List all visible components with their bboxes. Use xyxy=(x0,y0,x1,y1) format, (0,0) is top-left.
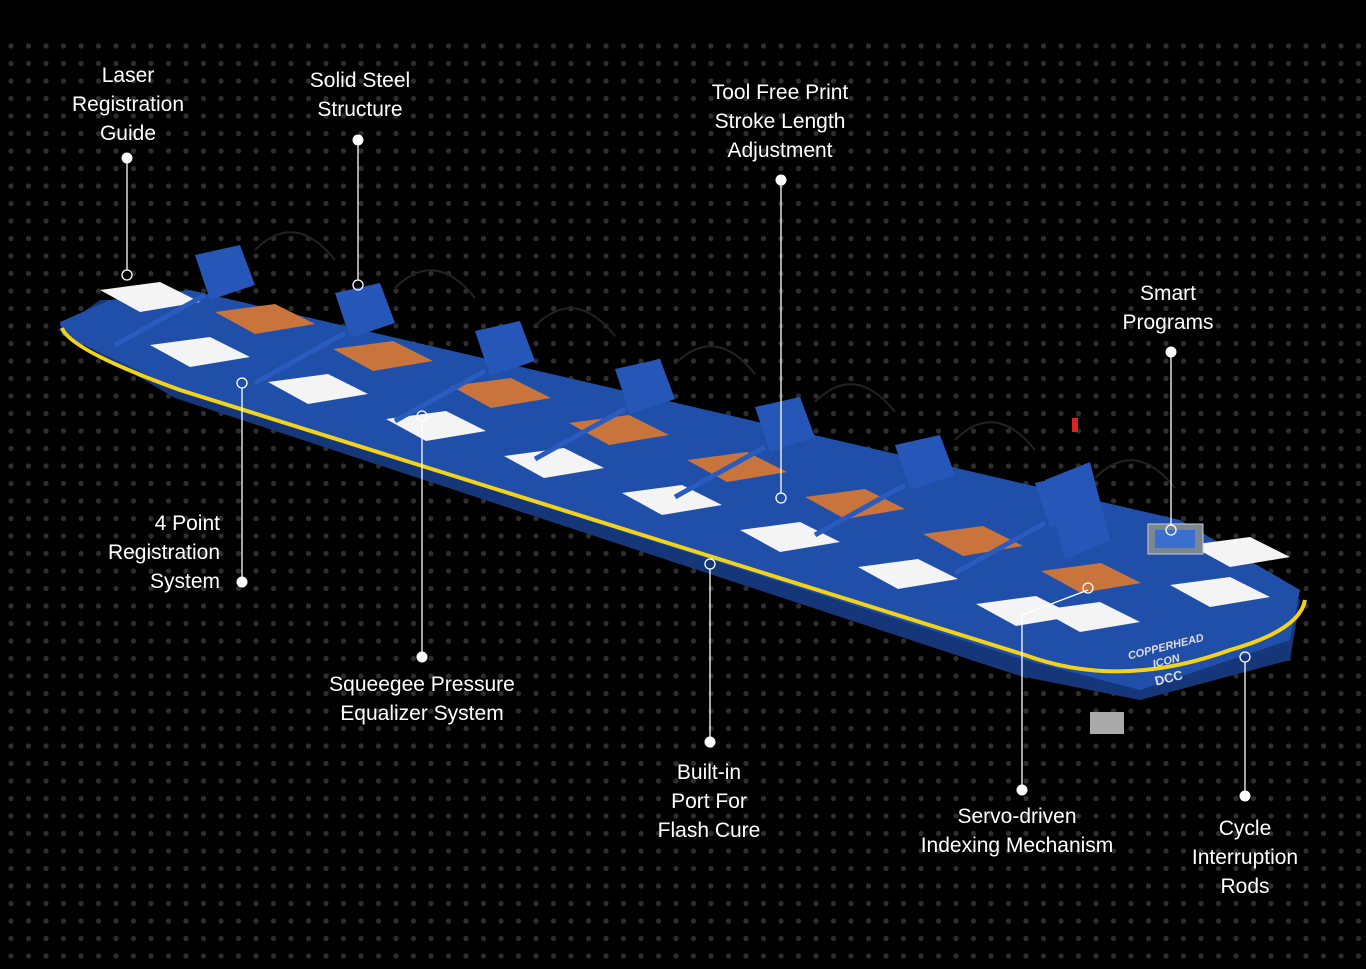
callout-dot xyxy=(236,576,248,588)
head-arm xyxy=(253,330,347,386)
callout-dot xyxy=(121,152,133,164)
pallet xyxy=(1040,602,1140,632)
pallet xyxy=(386,411,486,441)
callout-dot xyxy=(1239,790,1251,802)
head-arm xyxy=(813,482,907,538)
print-screen xyxy=(333,341,433,371)
pallet xyxy=(740,522,840,552)
pallet xyxy=(150,337,250,367)
yellow-safety-rail xyxy=(60,327,1307,674)
foot-pedal xyxy=(1090,712,1124,734)
print-head xyxy=(335,283,395,338)
head-cable xyxy=(1094,459,1176,489)
index-drive-head xyxy=(1045,462,1110,560)
print-screen xyxy=(451,378,551,408)
print-head xyxy=(195,245,255,300)
callout-target-ring xyxy=(1082,582,1094,594)
pallet xyxy=(622,485,722,515)
callout-flash-cure-port: Built-in Port For Flash Cure xyxy=(657,761,761,842)
logo-brand-text: DCC xyxy=(1153,667,1185,689)
head-arm xyxy=(393,368,487,424)
touchscreen-display xyxy=(1155,530,1195,548)
pallet xyxy=(1190,537,1290,567)
callout-stroke-length-adjustment: Tool Free Print Stroke Length Adjustment xyxy=(711,81,849,162)
callout-solid-steel-structure: Solid Steel Structure xyxy=(309,69,411,121)
callout-servo-indexing: Servo-driven Indexing Mechanism xyxy=(920,805,1114,857)
head-arm xyxy=(953,520,1047,576)
callout-smart-programs: Smart Programs xyxy=(1122,282,1214,334)
callout-cycle-interruption-rods: Cycle Interruption Rods xyxy=(1191,817,1299,898)
print-screen xyxy=(569,415,669,445)
pallet xyxy=(268,374,368,404)
callout-dot xyxy=(352,134,364,146)
print-screen xyxy=(215,304,315,334)
print-screen xyxy=(1041,563,1141,593)
callout-target-ring xyxy=(1165,524,1177,536)
callout-dot xyxy=(704,736,716,748)
pallet xyxy=(504,448,604,478)
callout-leader-line xyxy=(1021,589,1089,790)
callout-squeegee-pressure: Squeegee Pressure Equalizer System xyxy=(329,673,515,725)
callout-dot xyxy=(1165,346,1177,358)
head-arm xyxy=(673,444,767,500)
print-head xyxy=(895,435,955,490)
pallet xyxy=(100,282,200,312)
signal-light-icon xyxy=(1072,418,1078,432)
callout-target-ring xyxy=(416,410,428,422)
print-head xyxy=(475,321,535,376)
head-cable xyxy=(954,421,1036,451)
head-cable xyxy=(814,383,896,413)
callout-target-ring xyxy=(775,492,787,504)
head-arm xyxy=(533,406,627,462)
head-arm xyxy=(113,292,207,348)
head-cable xyxy=(254,231,336,261)
callout-4-point-registration: 4 Point Registration System xyxy=(107,512,220,593)
callout-target-ring xyxy=(704,558,716,570)
callout-dot xyxy=(416,651,428,663)
callout-dot xyxy=(1016,784,1028,796)
callout-laser-registration-guide: Laser Registration Guide xyxy=(71,64,185,145)
print-screen xyxy=(687,452,787,482)
print-head xyxy=(615,359,675,414)
head-cable xyxy=(534,307,616,337)
callout-target-ring xyxy=(121,269,133,281)
callout-dot xyxy=(775,174,787,186)
print-head xyxy=(755,397,815,452)
head-cable xyxy=(674,345,756,375)
callout-target-ring xyxy=(236,377,248,389)
pallet xyxy=(858,559,958,589)
callout-target-ring xyxy=(352,279,364,291)
pallet xyxy=(1170,577,1270,607)
callout-target-ring xyxy=(1239,651,1251,663)
head-cable xyxy=(394,269,476,299)
